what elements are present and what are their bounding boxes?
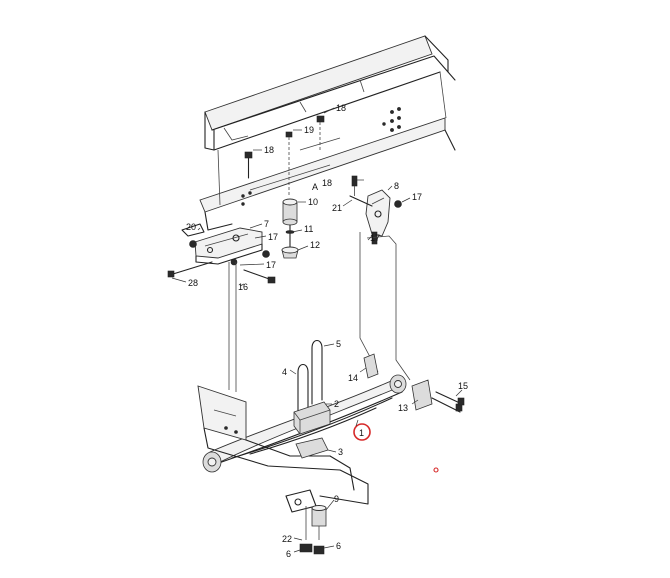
frame-bolt-holes bbox=[241, 107, 401, 206]
highlight-markers bbox=[353, 423, 439, 473]
u-bolt-4 bbox=[297, 363, 309, 415]
assembly-lines bbox=[228, 232, 411, 392]
callout-18: 18 bbox=[336, 103, 346, 113]
bolt-18-mid bbox=[351, 175, 358, 196]
callout-10: 10 bbox=[308, 197, 318, 207]
shackle-bracket-8 bbox=[349, 189, 402, 245]
callout-14: 14 bbox=[348, 373, 358, 383]
callout-16: 16 bbox=[238, 282, 248, 292]
bolt-28 bbox=[167, 261, 213, 278]
bolt-18-upper-left bbox=[244, 151, 253, 179]
callout-15: 15 bbox=[458, 381, 468, 391]
bolt-15 bbox=[431, 391, 465, 413]
highlight-dot bbox=[433, 467, 439, 473]
callout-12: 12 bbox=[310, 240, 320, 250]
bump-stop-assembly bbox=[281, 198, 299, 259]
callout-19: 19 bbox=[304, 125, 314, 135]
bolt-19 bbox=[285, 131, 293, 196]
shackle-pin-13 bbox=[411, 379, 433, 411]
callout-18: 18 bbox=[264, 145, 274, 155]
callout-17: 17 bbox=[266, 260, 276, 270]
callout-17: 17 bbox=[412, 192, 422, 202]
highlight-ring bbox=[353, 423, 371, 441]
callout-17: 17 bbox=[370, 233, 380, 243]
callout-21: 21 bbox=[332, 203, 342, 213]
front-hanger-bracket-7 bbox=[181, 223, 270, 266]
callout-20: 20 bbox=[186, 222, 196, 232]
callout-2: 2 bbox=[334, 399, 339, 409]
callout-18: 18 bbox=[322, 178, 332, 188]
callout-6: 6 bbox=[336, 541, 341, 551]
frame-rail bbox=[199, 35, 456, 231]
callout-labels: 18 19 18 18 8 17 21 17 10 20 7 17 11 12 … bbox=[186, 103, 468, 559]
spring-seat-2 bbox=[293, 401, 331, 435]
callout-1: 1 bbox=[359, 428, 364, 438]
axle-housing bbox=[197, 385, 369, 505]
callout-13: 13 bbox=[398, 403, 408, 413]
callout-7: 7 bbox=[264, 219, 269, 229]
callout-6: 6 bbox=[286, 549, 291, 559]
callout-3: 3 bbox=[338, 447, 343, 457]
callout-11: 11 bbox=[304, 224, 313, 234]
bolt-18-upper-right bbox=[316, 115, 325, 150]
callout-17: 17 bbox=[268, 232, 278, 242]
lower-knuckle bbox=[285, 489, 327, 555]
callout-5: 5 bbox=[336, 339, 341, 349]
shackle-pin-14 bbox=[363, 353, 379, 379]
leader-lines bbox=[171, 107, 463, 553]
u-bolt-5 bbox=[311, 339, 323, 405]
callout-9: 9 bbox=[334, 494, 339, 504]
callout-8: 8 bbox=[394, 181, 399, 191]
callout-22: 22 bbox=[282, 534, 292, 544]
callout-4: 4 bbox=[282, 367, 287, 377]
bolt-16 bbox=[243, 269, 276, 284]
callout-28: 28 bbox=[188, 278, 198, 288]
view-marker-letter: A bbox=[312, 182, 318, 192]
